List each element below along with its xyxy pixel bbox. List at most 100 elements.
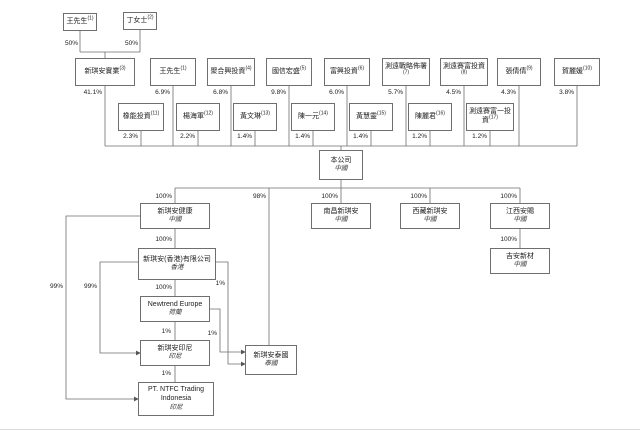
pct-label: 1% <box>215 280 225 287</box>
pct-label: 2.3% <box>123 133 138 140</box>
node-hongkong: 新琪安(香港)有限公司 香港 <box>138 248 216 280</box>
node-label: 王先生 <box>66 17 88 25</box>
jurisdiction-label: 印尼 <box>168 353 182 361</box>
node-indonesia: 新琪安印尼 印尼 <box>140 340 210 366</box>
pct-label: 6.8% <box>213 89 228 96</box>
node-label: 本公司 <box>330 156 352 164</box>
pct-label: 5.7% <box>388 89 403 96</box>
node-mr-wang: 王先生(1) <box>63 13 97 31</box>
node-label: 江西安賜 <box>506 207 534 215</box>
node-chen-lijun: 陳麗君(16) <box>408 103 452 131</box>
node-label: 張倩倩 <box>505 67 527 75</box>
pct-label: 3.8% <box>559 89 574 96</box>
pct-label: 50% <box>64 40 78 47</box>
footnote-marker: (1) <box>87 15 94 22</box>
footnote-marker: (16) <box>436 110 445 117</box>
jurisdiction-label: 荷蘭 <box>168 309 182 317</box>
pct-label: 98% <box>252 193 266 200</box>
jurisdiction-label: 中國 <box>513 216 527 224</box>
node-label: 國信宏盛 <box>271 67 300 75</box>
node-ms-ding: 丁女士(2) <box>123 12 157 30</box>
node-ceyuan-saifu: 測遠賽富投資(8) <box>440 58 488 86</box>
node-mr-wang-direct: 王先生(1) <box>150 58 196 86</box>
pct-label: 100% <box>155 236 172 243</box>
node-company: 本公司 中國 <box>319 150 363 180</box>
footnote-marker: (11) <box>150 110 160 117</box>
pct-label: 2.2% <box>180 133 195 140</box>
footnote-marker: (15) <box>377 110 386 117</box>
node-huang-huiling: 黃慧靈(15) <box>349 103 393 131</box>
footnote-marker: (7) <box>402 69 410 76</box>
node-label: 賀麗媛 <box>562 67 584 75</box>
pct-label: 100% <box>410 193 427 200</box>
node-label: 橡能投資 <box>122 112 151 120</box>
node-nanchang: 南昌新琪安 中國 <box>311 203 371 229</box>
node-ceyuan-saifu-yi: 測遠賽富一投資(17) <box>466 103 514 131</box>
node-label: 新琪安(香港)有限公司 <box>143 255 211 263</box>
footnote-marker: (14) <box>319 110 328 117</box>
jurisdiction-label: 中國 <box>423 216 437 224</box>
footnote-marker: (5) <box>299 65 307 72</box>
pct-label: 99% <box>49 283 63 290</box>
node-huang-wenlin: 黃文琳(13) <box>233 103 277 131</box>
node-label: 新琪安健康 <box>157 207 193 215</box>
node-label: 西藏新琪安 <box>412 207 448 215</box>
pct-label: 1% <box>161 370 171 377</box>
node-jian: 吉安新材 中國 <box>490 248 550 274</box>
node-label: 陳麗君 <box>415 112 437 120</box>
node-fuxing-investment: 富興投資(6) <box>324 58 370 86</box>
pct-label: 6.0% <box>329 89 344 96</box>
node-xinqian-industrial: 新琪安實業(3) <box>75 58 135 86</box>
jurisdiction-label: 中國 <box>168 216 182 224</box>
footnote-marker: (6) <box>357 65 365 72</box>
footnote-marker: (1) <box>180 65 187 72</box>
footnote-marker: (17) <box>489 114 498 121</box>
node-label: 丁女士 <box>126 16 148 24</box>
pct-label: 100% <box>155 193 172 200</box>
pct-label: 100% <box>500 236 517 243</box>
node-label: 新琪安印尼 <box>157 344 193 352</box>
node-label: 黃慧靈 <box>356 112 378 120</box>
pct-label: 1.4% <box>295 133 310 140</box>
pct-label: 50% <box>124 40 138 47</box>
node-xiangneng-investment: 橡能投資(11) <box>118 103 164 131</box>
node-label: 聚合興投資 <box>210 67 246 75</box>
footnote-marker: (2) <box>147 14 154 21</box>
pct-label: 99% <box>83 283 97 290</box>
pct-label: 4.3% <box>501 89 516 96</box>
node-label: 測遠賽富投資 <box>443 63 485 71</box>
node-ceyuan-strategy: 測遠戰略佈署(7) <box>382 58 430 86</box>
node-label: 測遠賽富一投資 <box>469 108 511 124</box>
footnote-marker: (9) <box>526 65 533 72</box>
node-europe: Newtrend Europe 荷蘭 <box>140 296 210 322</box>
node-label: 新琪安實業 <box>84 67 120 75</box>
footnote-marker: (12) <box>204 110 213 117</box>
node-zhang-qianqian: 張倩倩(9) <box>497 58 541 86</box>
pct-label: 100% <box>500 193 517 200</box>
node-label: Newtrend Europe <box>147 300 203 308</box>
pct-label: 1% <box>207 330 217 337</box>
node-juhexing-investment: 聚合興投資(4) <box>207 58 255 86</box>
node-he-liyuan: 賀麗媛(10) <box>554 58 600 86</box>
pct-label: 1% <box>161 328 171 335</box>
jurisdiction-label: 中國 <box>334 165 348 173</box>
footnote-marker: (10) <box>583 65 592 72</box>
node-label: 測遠戰略佈署 <box>385 63 427 71</box>
pct-label: 1.2% <box>472 133 487 140</box>
footnote-marker: (8) <box>460 69 468 76</box>
jurisdiction-label: 印尼 <box>169 403 183 411</box>
jurisdiction-label: 香港 <box>170 264 184 272</box>
jurisdiction-label: 泰國 <box>264 360 278 368</box>
footnote-marker: (4) <box>245 65 252 72</box>
pct-label: 9.8% <box>271 89 286 96</box>
node-label: 黃文琳 <box>240 112 262 120</box>
jurisdiction-label: 中國 <box>513 261 527 269</box>
pct-label: 41.1% <box>83 89 102 96</box>
node-label: 楊海軍 <box>183 112 205 120</box>
pct-label: 6.9% <box>155 89 170 96</box>
node-chen-yiyuan: 陳一元(14) <box>291 103 335 131</box>
node-ntfc: PT. NTFC Trading Indonesia 印尼 <box>138 382 214 416</box>
node-thailand: 新琪安泰國 泰國 <box>245 345 297 375</box>
